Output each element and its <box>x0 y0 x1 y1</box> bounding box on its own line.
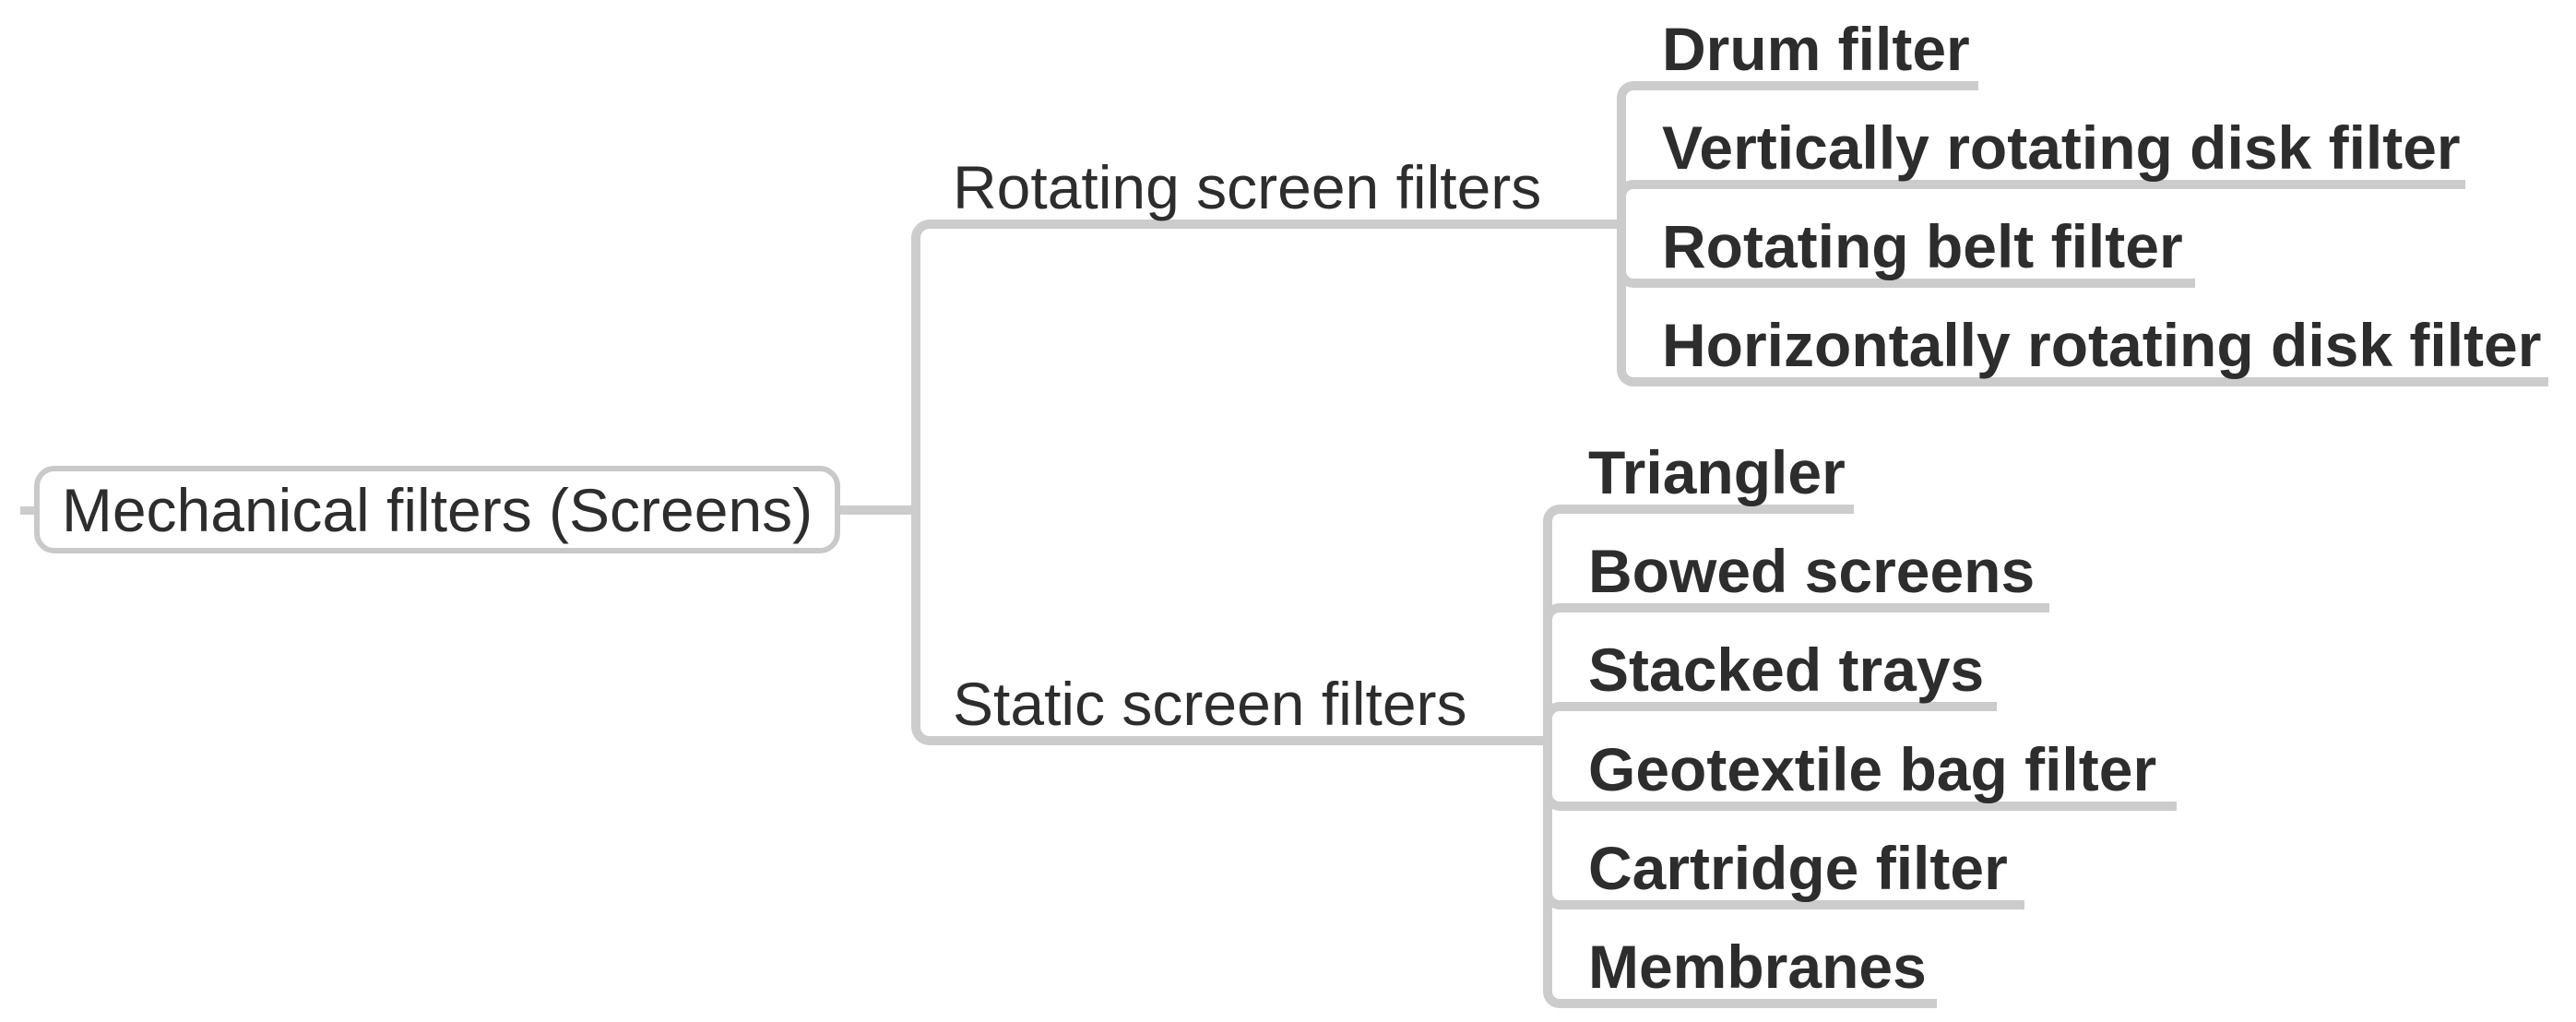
connector-leaf-membranes <box>1543 736 1937 1008</box>
leaf-node-horizontally-rotating-disk-filter[interactable]: Horizontally rotating disk filter <box>1662 311 2542 379</box>
leaf-node-triangler[interactable]: Triangler <box>1588 438 1846 506</box>
connector-leaf-horizontally-rotating-disk-filter <box>1617 220 2548 386</box>
connector-branch-rotating <box>911 220 1626 510</box>
branch-node-rotating-screen-filters[interactable]: Rotating screen filters <box>953 153 1542 221</box>
leaf-node-geotextile-bag-filter[interactable]: Geotextile bag filter <box>1588 735 2157 803</box>
connector-branch-static <box>911 510 1552 745</box>
leaf-node-drum-filter[interactable]: Drum filter <box>1662 15 1970 83</box>
root-node[interactable]: Mechanical filters (Screens) <box>34 466 840 553</box>
connector-root-to-trunk <box>840 505 920 515</box>
leaf-node-bowed-screens[interactable]: Bowed screens <box>1588 537 2036 605</box>
leaf-node-membranes[interactable]: Membranes <box>1588 933 1927 1001</box>
connector-leaf-vertically-rotating-disk-filter <box>1617 180 2465 229</box>
connector-leaf-drum-filter <box>1617 81 1978 229</box>
connector-leaf-stacked-trays <box>1543 702 1997 745</box>
leaf-node-stacked-trays[interactable]: Stacked trays <box>1588 636 1985 704</box>
leaf-node-cartridge-filter[interactable]: Cartridge filter <box>1588 834 2008 902</box>
connector-root-left-stub <box>20 506 34 515</box>
connector-leaf-bowed-screens <box>1543 603 2049 745</box>
branch-node-static-screen-filters[interactable]: Static screen filters <box>953 670 1467 738</box>
leaf-node-vertically-rotating-disk-filter[interactable]: Vertically rotating disk filter <box>1662 113 2461 182</box>
leaf-node-rotating-belt-filter[interactable]: Rotating belt filter <box>1662 212 2183 280</box>
